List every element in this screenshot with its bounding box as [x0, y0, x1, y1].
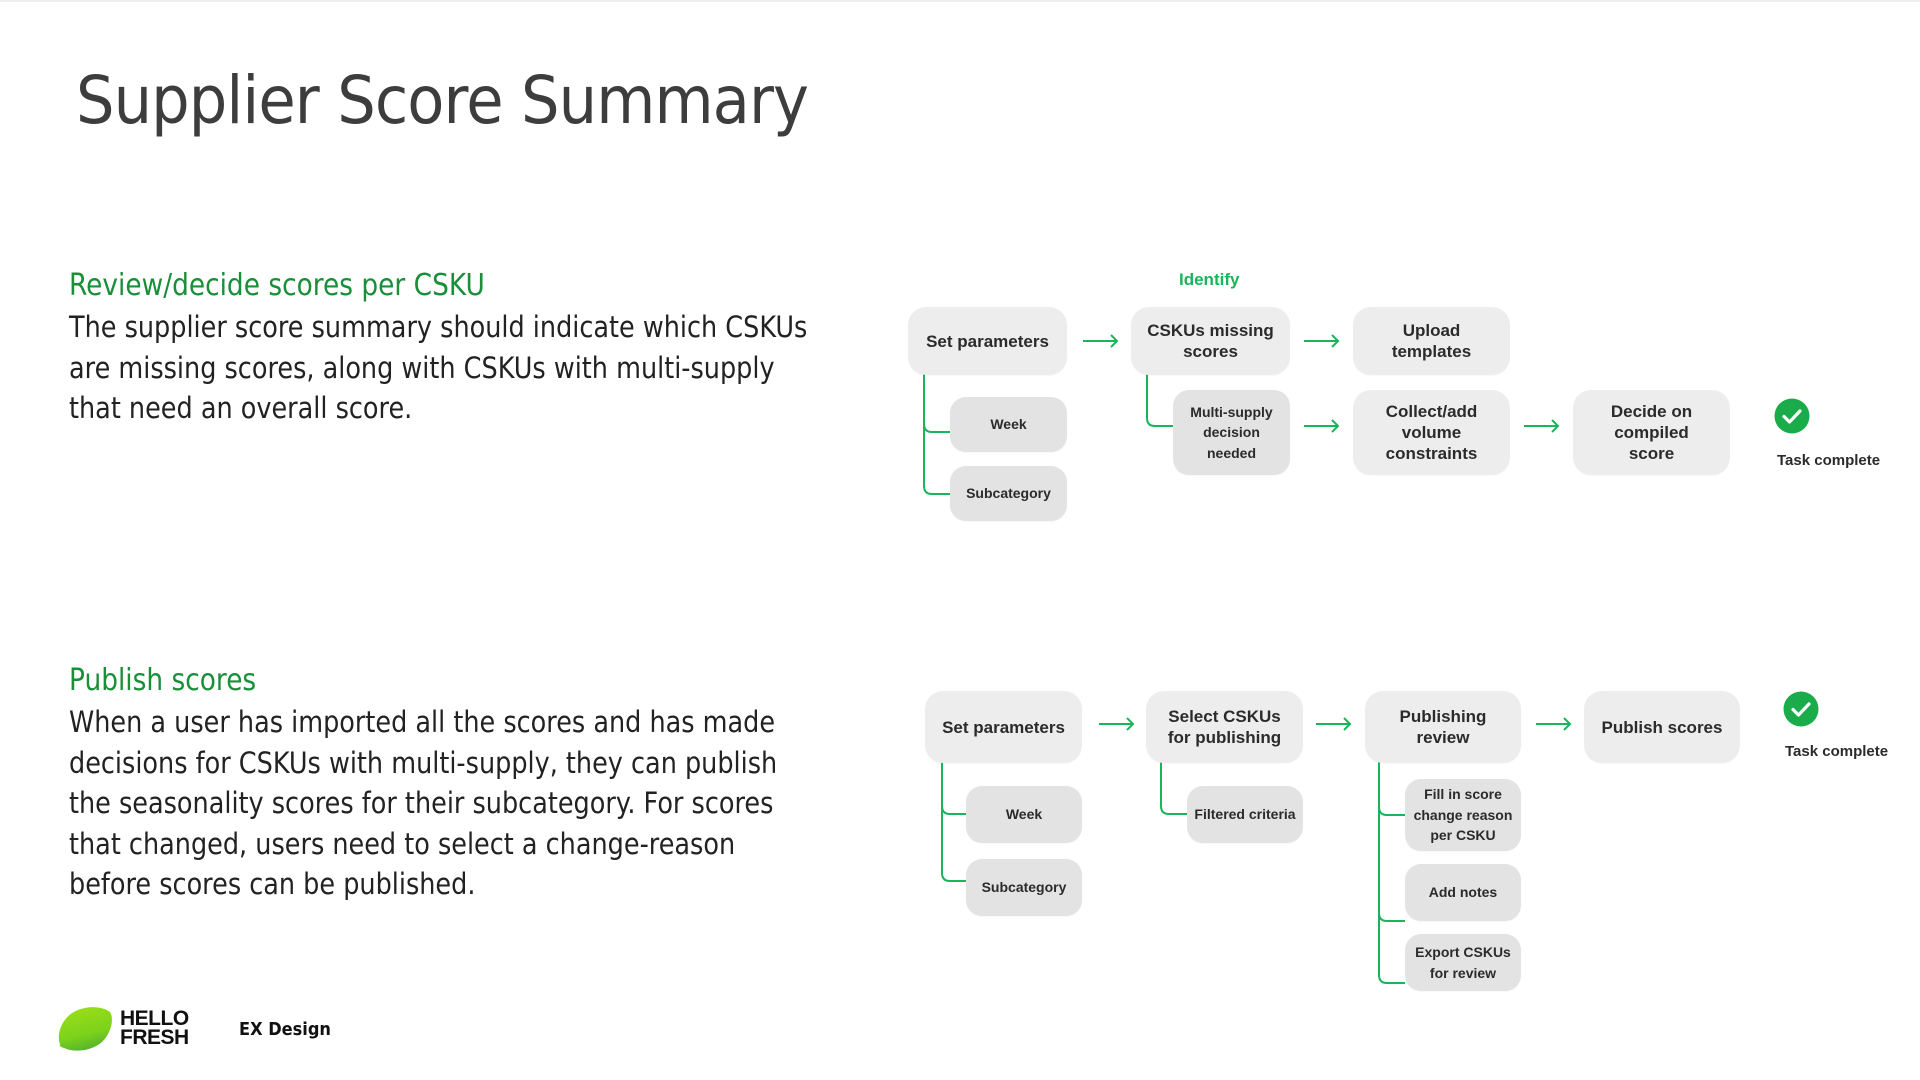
section-body-review: The supplier score summary should indica…: [69, 307, 807, 429]
arrow-right-icon: [1316, 717, 1352, 731]
tree-connector-set-parameters: [923, 374, 950, 495]
flow1-multi-supply-decision[interactable]: Multi-supply decision needed: [1173, 390, 1290, 475]
check-circle-icon: [1774, 398, 1810, 434]
flow1-cskus-missing-scores[interactable]: CSKUs missing scores: [1131, 307, 1290, 375]
tree-connector-cskus-missing: [1146, 374, 1173, 427]
body-line: that changed, users need to select a cha…: [69, 826, 736, 861]
tree-connector-select-cskus: [1160, 757, 1187, 815]
flow1-upload-templates[interactable]: Upload templates: [1353, 307, 1510, 375]
hellofresh-wordmark: HELLO FRESH: [120, 1007, 189, 1049]
body-line: the seasonality scores for their subcate…: [69, 786, 774, 820]
body-line: The supplier score summary should indica…: [69, 310, 808, 344]
flow2-fill-score-change-reason[interactable]: Fill in score change reason per CSKU: [1405, 779, 1521, 851]
flow1-week[interactable]: Week: [950, 397, 1067, 452]
body-line: When a user has imported all the scores …: [69, 705, 776, 739]
stage-label-identify: Identify: [1179, 270, 1240, 289]
flow2-add-notes[interactable]: Add notes: [1405, 864, 1521, 921]
flow2-export-cskus-for-review[interactable]: Export CSKUs for review: [1405, 934, 1521, 991]
section-heading-review: Review/decide scores per CSKU: [69, 268, 485, 303]
flow2-publish-scores[interactable]: Publish scores: [1584, 691, 1740, 763]
hellofresh-lime-logo-icon: [58, 1007, 112, 1051]
flow2-set-parameters[interactable]: Set parameters: [925, 691, 1082, 763]
arrow-right-icon: [1304, 419, 1340, 433]
tree-connector-set-parameters: [941, 757, 968, 882]
body-line: that need an overall score.: [69, 391, 413, 425]
flow2-filtered-criteria[interactable]: Filtered criteria: [1187, 786, 1303, 843]
body-line: are missing scores, along with CSKUs wit…: [69, 350, 775, 385]
flow1-decide-compiled-score[interactable]: Decide on compiled score: [1573, 390, 1730, 475]
flow1-task-complete-label: Task complete: [1777, 452, 1881, 469]
check-circle-icon: [1783, 691, 1819, 727]
flow2-task-complete-label: Task complete: [1785, 743, 1889, 760]
arrow-right-icon: [1099, 717, 1135, 731]
brand-line-2: FRESH: [120, 1026, 189, 1049]
arrow-right-icon: [1524, 419, 1560, 433]
flow2-subcategory[interactable]: Subcategory: [966, 859, 1082, 916]
arrow-right-icon: [1304, 334, 1340, 348]
body-line: before scores can be published.: [69, 867, 476, 901]
arrow-right-icon: [1083, 334, 1119, 348]
flow2-week[interactable]: Week: [966, 786, 1082, 843]
flow1-collect-volume-constraints[interactable]: Collect/add volume constraints: [1353, 390, 1510, 475]
page-title: Supplier Score Summary: [76, 62, 809, 139]
flow1-set-parameters[interactable]: Set parameters: [908, 307, 1067, 375]
brand-line-1: HELLO: [120, 1007, 189, 1030]
flow1-subcategory[interactable]: Subcategory: [950, 466, 1067, 521]
team-label: EX Design: [239, 1019, 331, 1040]
flow2-select-cskus-for-publishing[interactable]: Select CSKUs for publishing: [1146, 691, 1303, 763]
section-heading-publish: Publish scores: [69, 663, 257, 698]
tree-connector-publishing-review: [1378, 762, 1405, 984]
section-body-publish: When a user has imported all the scores …: [69, 702, 777, 905]
arrow-right-icon: [1536, 717, 1572, 731]
body-line: decisions for CSKUs with multi-supply, t…: [69, 745, 778, 780]
flow2-publishing-review[interactable]: Publishing review: [1365, 691, 1521, 763]
